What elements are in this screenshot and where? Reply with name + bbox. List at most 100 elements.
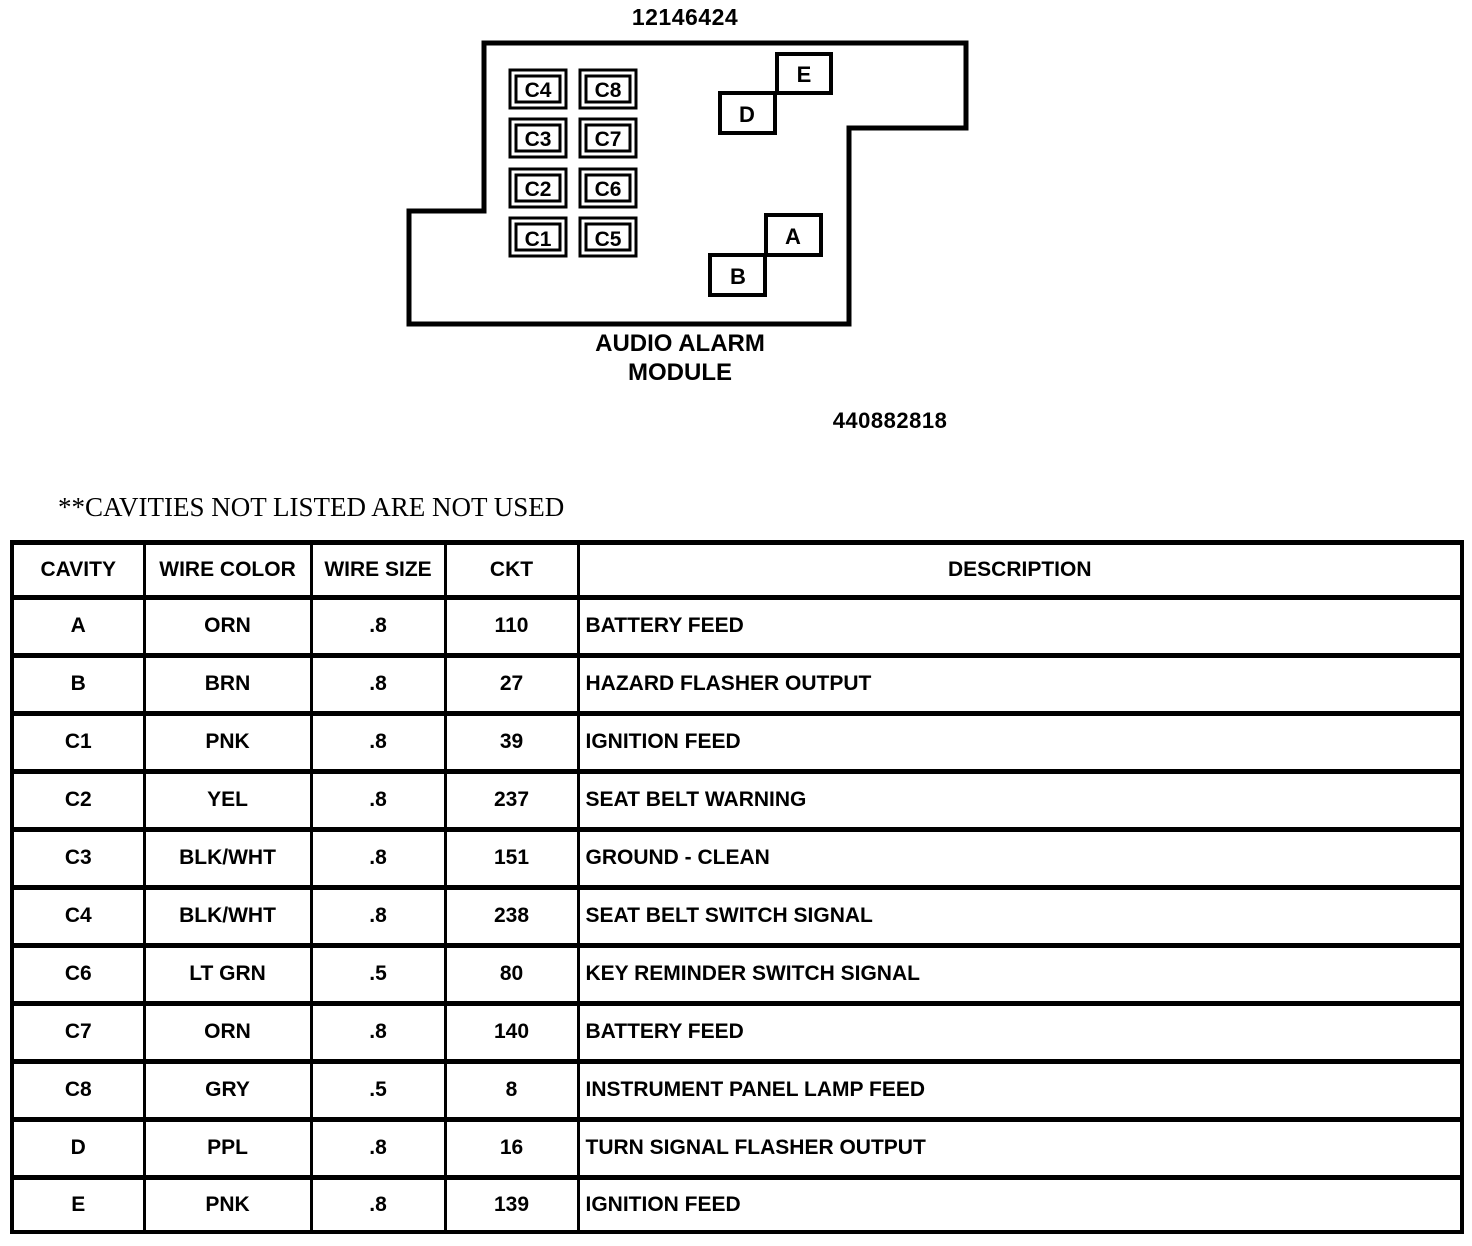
cell-cavity: C2: [14, 771, 146, 832]
part-number: 12146424: [631, 4, 739, 30]
connector-outline: [406, 40, 969, 327]
cell-ckt: 27: [445, 655, 580, 716]
cell-wire-size: .8: [311, 1003, 447, 1064]
cell-description: SEAT BELT SWITCH SIGNAL: [578, 887, 1460, 948]
cavity-C1: C1: [508, 216, 568, 258]
cell-wire-size: .8: [311, 1177, 447, 1230]
cavity-D: D: [718, 91, 777, 135]
cavity-A: A: [764, 213, 823, 257]
cavity-label-B: B: [730, 264, 746, 289]
cell-wire-size: .8: [311, 887, 447, 948]
cell-cavity: C7: [14, 1003, 146, 1064]
cell-ckt: 238: [445, 887, 580, 948]
cavity-C6: C6: [578, 167, 638, 209]
cavity-label-C2: C2: [525, 178, 552, 201]
cavity-C8: C8: [578, 68, 638, 110]
cell-cavity: C8: [14, 1061, 146, 1122]
cell-description: INSTRUMENT PANEL LAMP FEED: [578, 1061, 1460, 1122]
cell-cavity: C4: [14, 887, 146, 948]
cell-wire-color: PNK: [144, 1177, 313, 1230]
cavity-C3: C3: [508, 117, 568, 159]
cell-cavity: E: [14, 1177, 146, 1230]
cavity-label-D: D: [739, 102, 755, 127]
cell-ckt: 80: [445, 945, 580, 1006]
cell-description: BATTERY FEED: [578, 1003, 1460, 1064]
header-wire-color: WIRE COLOR: [144, 545, 313, 600]
module-name-line2: MODULE: [628, 359, 732, 386]
cell-description: BATTERY FEED: [578, 597, 1460, 658]
cell-wire-size: .8: [311, 771, 447, 832]
header-description: DESCRIPTION: [578, 545, 1460, 600]
cell-cavity: C6: [14, 945, 146, 1006]
cell-wire-size: .8: [311, 829, 447, 890]
cell-description: SEAT BELT WARNING: [578, 771, 1460, 832]
cell-wire-color: LT GRN: [144, 945, 313, 1006]
cavity-label-C7: C7: [595, 128, 622, 151]
cell-wire-color: GRY: [144, 1061, 313, 1122]
cell-wire-color: PPL: [144, 1119, 313, 1180]
cavity-E: E: [775, 52, 833, 95]
module-name-line1: AUDIO ALARM: [595, 330, 765, 357]
cell-wire-color: BLK/WHT: [144, 887, 313, 948]
cell-ckt: 140: [445, 1003, 580, 1064]
cell-wire-color: YEL: [144, 771, 313, 832]
unused-cavities-note: **CAVITIES NOT LISTED ARE NOT USED: [58, 492, 565, 522]
cell-description: HAZARD FLASHER OUTPUT: [578, 655, 1460, 716]
cell-cavity: A: [14, 597, 146, 658]
cell-wire-size: .8: [311, 1119, 447, 1180]
cavity-table: CAVITY WIRE COLOR WIRE SIZE CKT DESCRIPT…: [10, 540, 1464, 1234]
cavity-label-C5: C5: [595, 228, 622, 251]
cavity-C2: C2: [508, 167, 568, 209]
table-header-row: CAVITY WIRE COLOR WIRE SIZE CKT DESCRIPT…: [14, 545, 1460, 600]
cavity-label-C1: C1: [525, 228, 552, 251]
cell-ckt: 8: [445, 1061, 580, 1122]
cell-ckt: 110: [445, 597, 580, 658]
cell-wire-color: BRN: [144, 655, 313, 716]
cell-description: KEY REMINDER SWITCH SIGNAL: [578, 945, 1460, 1006]
cavity-B: B: [708, 253, 767, 297]
cell-wire-color: PNK: [144, 713, 313, 774]
cell-wire-color: BLK/WHT: [144, 829, 313, 890]
module-name: AUDIO ALARM MODULE: [530, 329, 830, 387]
cavity-label-E: E: [797, 62, 812, 87]
reference-code: 440882818: [832, 408, 948, 433]
cell-wire-size: .5: [311, 1061, 447, 1122]
cell-ckt: 139: [445, 1177, 580, 1230]
cell-description: IGNITION FEED: [578, 713, 1460, 774]
cell-cavity: C3: [14, 829, 146, 890]
header-wire-size: WIRE SIZE: [311, 545, 447, 600]
cell-wire-size: .8: [311, 655, 447, 716]
cell-description: GROUND - CLEAN: [578, 829, 1460, 890]
connector-diagram: C4 C3 C2 C1 C8 C7 C6 C5 E: [406, 40, 969, 327]
cavity-C7: C7: [578, 117, 638, 159]
cell-description: IGNITION FEED: [585, 1192, 741, 1216]
cell-description: TURN SIGNAL FLASHER OUTPUT: [578, 1119, 1460, 1180]
cell-cavity: C1: [14, 713, 146, 774]
cavity-label-C8: C8: [595, 79, 622, 102]
cell-wire-color: ORN: [144, 597, 313, 658]
cavity-label-C4: C4: [525, 79, 552, 102]
cavity-label-A: A: [785, 224, 801, 249]
cavity-table-grid: CAVITY WIRE COLOR WIRE SIZE CKT DESCRIPT…: [14, 545, 1460, 1230]
cell-cavity: B: [14, 655, 146, 716]
cell-wire-size: .8: [311, 597, 447, 658]
header-cavity: CAVITY: [14, 545, 146, 600]
cavity-C5: C5: [578, 216, 638, 258]
cell-ckt: 237: [445, 771, 580, 832]
cell-wire-size: .5: [311, 945, 447, 1006]
cell-ckt: 39: [445, 713, 580, 774]
cell-wire-color: ORN: [144, 1003, 313, 1064]
cavity-C4: C4: [508, 68, 568, 110]
header-ckt: CKT: [445, 545, 580, 600]
cavity-label-C3: C3: [525, 128, 552, 151]
